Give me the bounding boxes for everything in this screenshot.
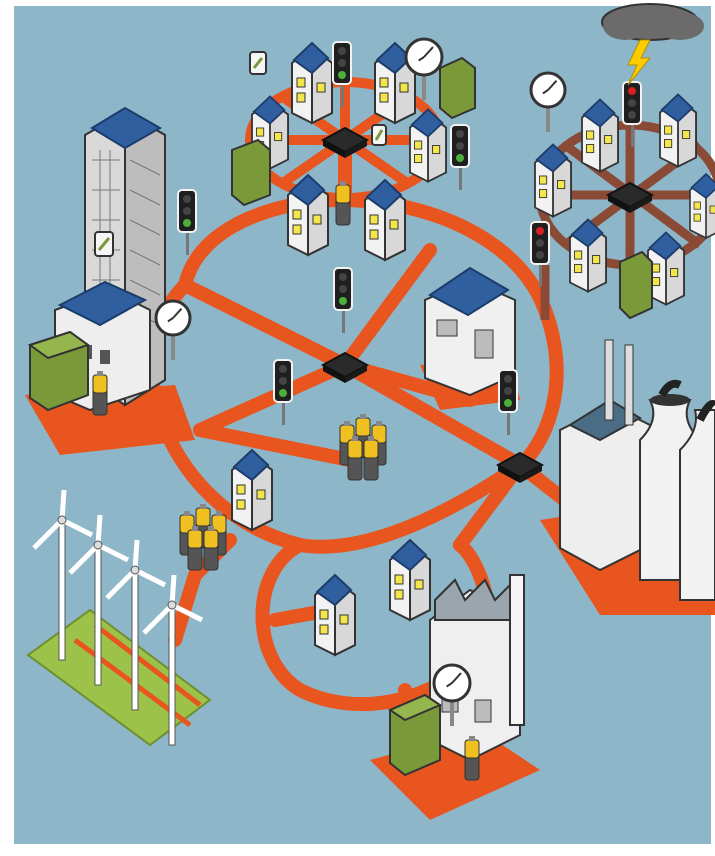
solar-panel-icon bbox=[410, 108, 444, 138]
house-icon bbox=[389, 538, 431, 622]
wind-turbines bbox=[32, 489, 204, 746]
solar-panel-icon bbox=[315, 573, 353, 607]
grid-line-d bbox=[193, 358, 352, 437]
transformer-icon bbox=[231, 138, 271, 207]
gauge-icon bbox=[404, 37, 444, 100]
solar-panel-icon bbox=[232, 448, 270, 482]
house-icon bbox=[689, 172, 715, 240]
house-icon bbox=[314, 573, 356, 657]
gauge-icon bbox=[529, 71, 567, 132]
solar-panel-icon bbox=[690, 172, 715, 200]
storm-cloud-icon bbox=[601, 3, 704, 41]
cooling-tower bbox=[679, 409, 715, 601]
traffic-light-icon bbox=[622, 81, 642, 147]
transformer-icon bbox=[619, 250, 653, 320]
wind-farm-field bbox=[26, 608, 212, 747]
traffic-light-icon bbox=[450, 124, 470, 190]
house-icon bbox=[291, 41, 333, 125]
wind-turbine-icon bbox=[105, 539, 167, 711]
traffic-light-icon bbox=[177, 189, 197, 255]
solar-panel-icon bbox=[535, 143, 569, 173]
house-icon bbox=[364, 178, 406, 262]
solar-panel-icon bbox=[648, 231, 682, 261]
house-icon bbox=[569, 218, 607, 293]
wind-turbine-icon bbox=[142, 574, 204, 746]
transformer-icon bbox=[439, 56, 476, 120]
smart-meter-icon bbox=[94, 231, 114, 257]
house-icon bbox=[647, 231, 685, 306]
grid-gauges bbox=[154, 37, 567, 726]
grid-line-a bbox=[178, 278, 352, 372]
solar-panel-icon bbox=[570, 218, 604, 248]
traffic-light-icon bbox=[530, 221, 550, 287]
lightning-icon bbox=[627, 39, 652, 86]
gauge-icon bbox=[154, 299, 192, 360]
house-icon bbox=[659, 93, 697, 168]
house-icon bbox=[409, 108, 447, 183]
houses bbox=[231, 41, 715, 657]
traffic-light-icon bbox=[273, 359, 293, 425]
solar-panel-icon bbox=[90, 106, 163, 150]
grid-line-e bbox=[193, 423, 357, 467]
battery-icon bbox=[464, 736, 480, 781]
smart-meter-icon bbox=[371, 124, 387, 146]
battery-storage bbox=[92, 181, 480, 781]
solar-panel-icon bbox=[57, 280, 148, 327]
gauge-icon bbox=[432, 663, 472, 726]
grid-line-b bbox=[338, 358, 527, 472]
battery-icon bbox=[187, 526, 203, 571]
controller-chip-icon bbox=[605, 181, 655, 213]
grid-line-lower-link bbox=[453, 458, 527, 552]
traffic-light-icon bbox=[333, 267, 353, 333]
transformer-icon bbox=[27, 330, 91, 412]
battery-icon bbox=[211, 511, 227, 556]
solar-panel-icon bbox=[288, 173, 326, 207]
wind-turbine-icon bbox=[68, 514, 130, 686]
solar-panel-icon bbox=[292, 41, 330, 75]
solar-panel-icon bbox=[252, 95, 286, 125]
battery-icon bbox=[363, 436, 379, 481]
grid-controllers bbox=[320, 126, 655, 483]
smart-meter-icon bbox=[249, 51, 267, 75]
battery-icon bbox=[347, 436, 363, 481]
solar-panel-icon bbox=[365, 178, 403, 212]
office-building-center bbox=[424, 266, 516, 397]
grid-status-lights bbox=[177, 41, 642, 435]
battery-icon bbox=[371, 421, 387, 466]
solar-panel-icon bbox=[660, 93, 694, 123]
solar-panel-icon bbox=[582, 98, 616, 128]
battery-icon bbox=[335, 181, 351, 226]
house-icon bbox=[534, 143, 572, 218]
battery-icon bbox=[203, 526, 219, 571]
transformer-icon bbox=[387, 693, 443, 777]
grid-line-c bbox=[338, 243, 437, 372]
solar-panel-icon bbox=[390, 538, 428, 572]
power-plant-icon bbox=[559, 339, 715, 601]
traffic-light-icon bbox=[332, 41, 352, 107]
solar-panel-icon bbox=[428, 266, 510, 317]
traffic-light-icon bbox=[498, 369, 518, 435]
controller-chip-icon bbox=[495, 451, 545, 483]
house-icon bbox=[581, 98, 619, 173]
house-icon bbox=[231, 448, 273, 532]
wind-turbine-icon bbox=[32, 489, 94, 661]
house-icon bbox=[287, 173, 329, 257]
controller-chip-icon bbox=[320, 126, 370, 158]
controller-chip-icon bbox=[320, 351, 370, 383]
grid-loop-top bbox=[178, 193, 564, 472]
battery-icon bbox=[92, 371, 108, 416]
